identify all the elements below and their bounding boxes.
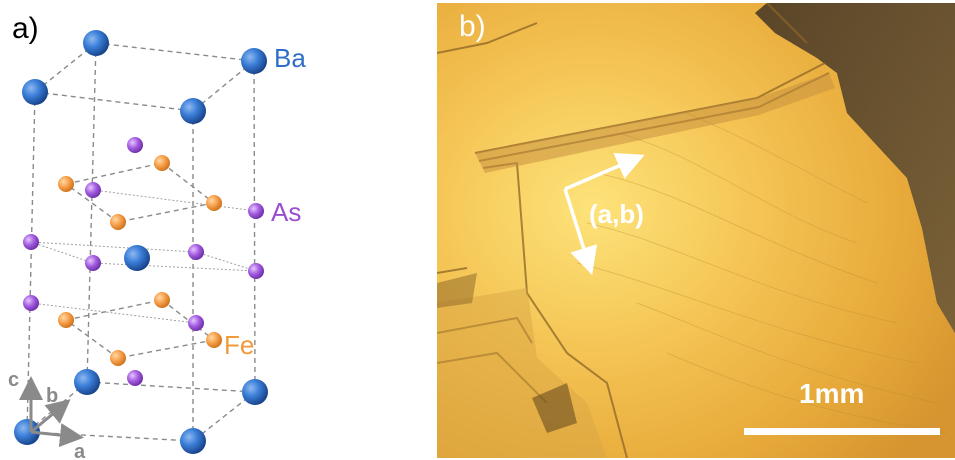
as-atom [85,255,101,271]
as-atom [188,244,204,260]
ba-atom [180,428,206,454]
b-axis-label: b [46,385,58,407]
step-dark-patch-2 [437,273,477,308]
as-atom [23,295,39,311]
unit-cell-edges [26,42,256,442]
a-axis-arrow [30,423,84,448]
ba-atoms [14,30,268,454]
scale-bar-label: 1mm [799,378,864,409]
as-atom [188,315,204,331]
as-plane-lines [30,189,257,324]
as-label: As [271,197,301,227]
as-atom [127,370,143,386]
fe-atom [154,155,170,171]
ba-atom [22,79,48,105]
b-direction-arrow [563,188,598,276]
as-atom [248,263,264,279]
direction-label: (a,b) [589,199,644,229]
fe-atom [206,195,222,211]
dark-substrate-region [755,3,955,333]
a-direction-arrow [564,153,645,191]
fe-atom [58,312,74,328]
as-atom [23,234,39,250]
fe-atom [110,350,126,366]
surface-striations [576,112,948,434]
scale-bar [744,428,940,435]
as-atom [248,203,264,219]
as-atom [85,182,101,198]
fe-atoms [58,155,222,366]
fe-atom [58,176,74,192]
panel-a-label: a) [12,12,39,45]
crystal-structure-panel: a) [8,12,306,460]
ba-atom [241,48,267,74]
ba-atom [242,379,268,405]
as-atoms [23,137,264,386]
b-axis-arrow [30,399,71,434]
fe-atom [110,214,126,230]
step-band-top [475,73,835,173]
crystal-surface [437,3,955,458]
lattice-axes [19,376,84,448]
ba-atom [83,30,109,56]
step-dark-patch [532,383,577,433]
fe-atom [206,332,222,348]
ba-atom [124,245,150,271]
ab-direction-arrows [563,153,645,276]
fe-atom [154,292,170,308]
panel-b-label: b) [459,10,486,43]
as-atom [127,137,143,153]
micrograph-panel: b) (a,b) 1mm [437,3,955,458]
c-axis-label: c [8,369,19,391]
ba-atom [14,419,40,445]
ba-label: Ba [274,43,306,73]
fe-label: Fe [224,330,254,360]
a-axis-label: a [74,441,86,460]
ba-atom [74,369,100,395]
ba-atom [180,98,206,124]
